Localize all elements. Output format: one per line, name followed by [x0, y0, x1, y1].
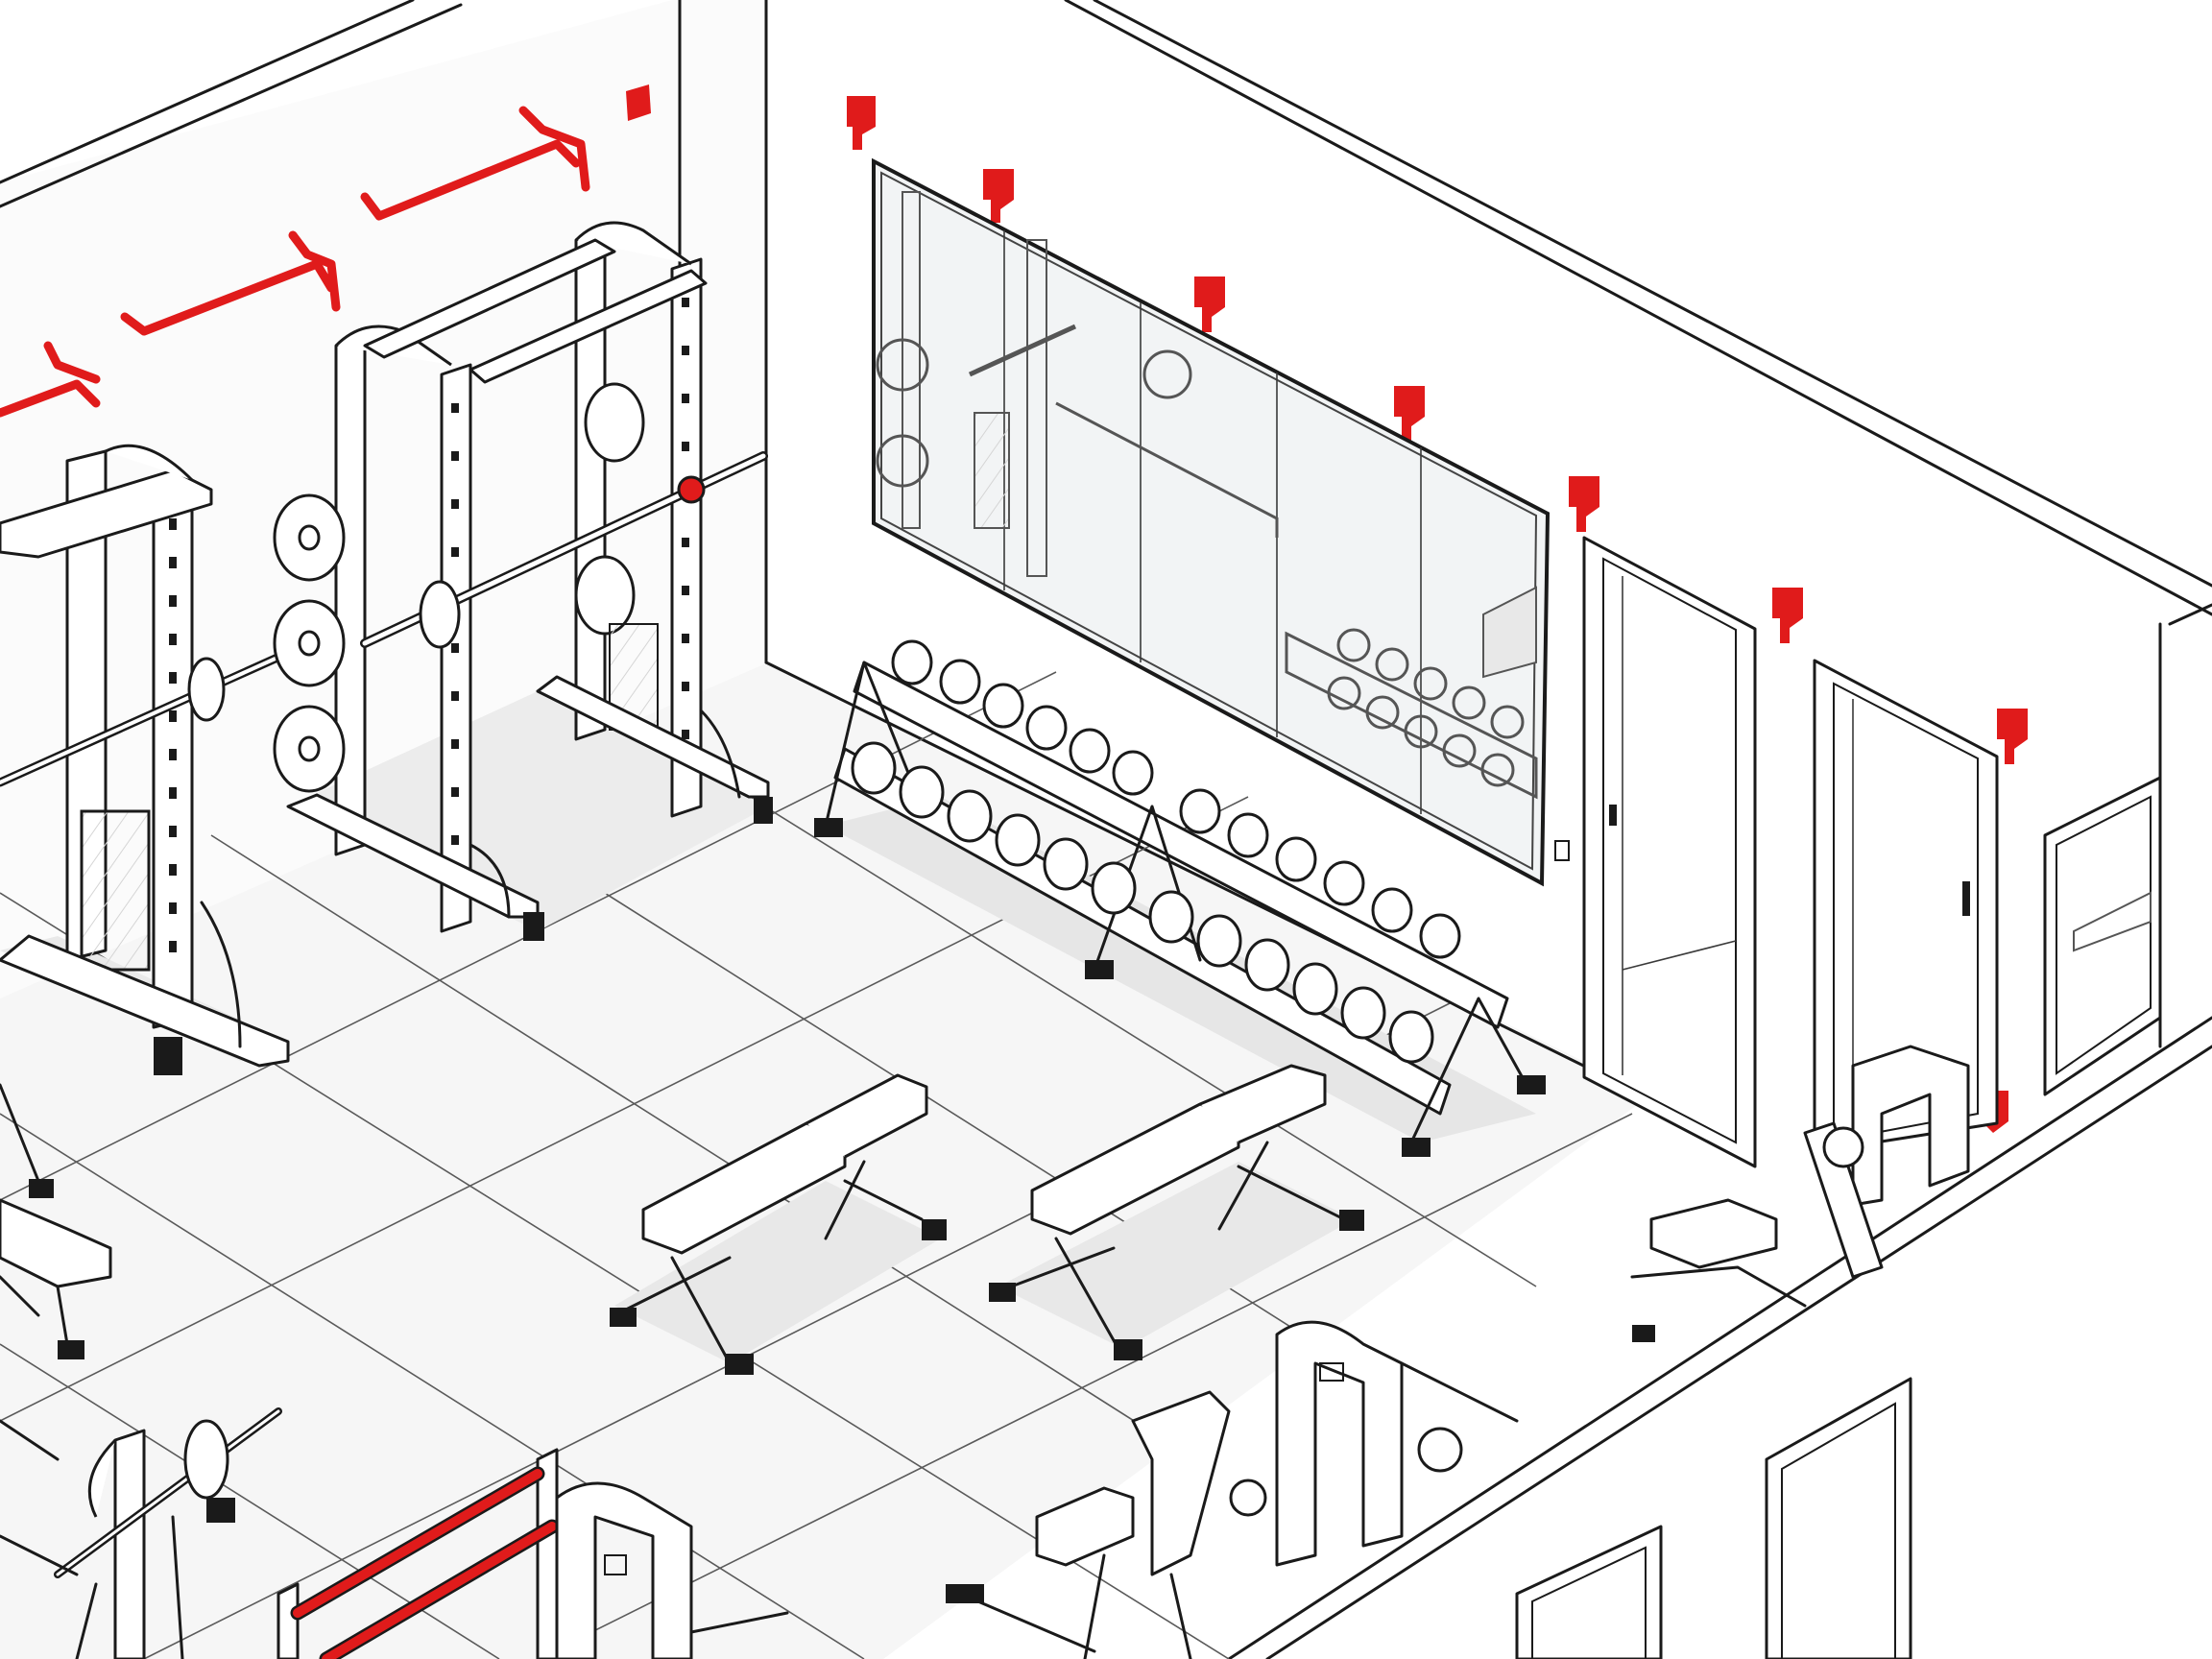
- smith-machine: [0, 444, 293, 1075]
- cable-station: [946, 1320, 1519, 1659]
- wall-marker: [1194, 276, 1225, 332]
- wall-hook: [120, 230, 341, 336]
- dumbbell-rack: [814, 639, 1546, 1157]
- red-pull-up-bars: [276, 1448, 789, 1659]
- wall-marker: [1772, 588, 1803, 643]
- power-rack: [273, 221, 773, 941]
- wall-marker: [626, 84, 651, 121]
- partition-windows: [1515, 1377, 1912, 1659]
- door: [2043, 776, 2162, 1096]
- wall-marker: [847, 96, 876, 150]
- door: [1582, 536, 1757, 1168]
- partition-wall: [1306, 1018, 2212, 1659]
- wall-mirror: [872, 157, 1570, 887]
- wall-marker: [983, 169, 1014, 223]
- wall-marker: [1569, 476, 1599, 532]
- doors: [1515, 536, 2162, 1659]
- adjustable-bench: [989, 1064, 1364, 1360]
- wall-marker: [1394, 386, 1425, 442]
- dumbbells-top-row: [891, 639, 1461, 959]
- red-wall-hooks: [0, 84, 651, 418]
- wall-hook: [360, 106, 590, 221]
- barbell-rack: [0, 1407, 282, 1659]
- dumbbells-bottom-row: [851, 741, 1434, 1064]
- adjustable-bench: [610, 1073, 947, 1375]
- wall-marker: [1997, 709, 2028, 764]
- door: [1813, 659, 1999, 1154]
- wall-hook: [0, 341, 101, 418]
- seated-machine: [1630, 1045, 1970, 1342]
- flat-bench: [0, 1083, 112, 1359]
